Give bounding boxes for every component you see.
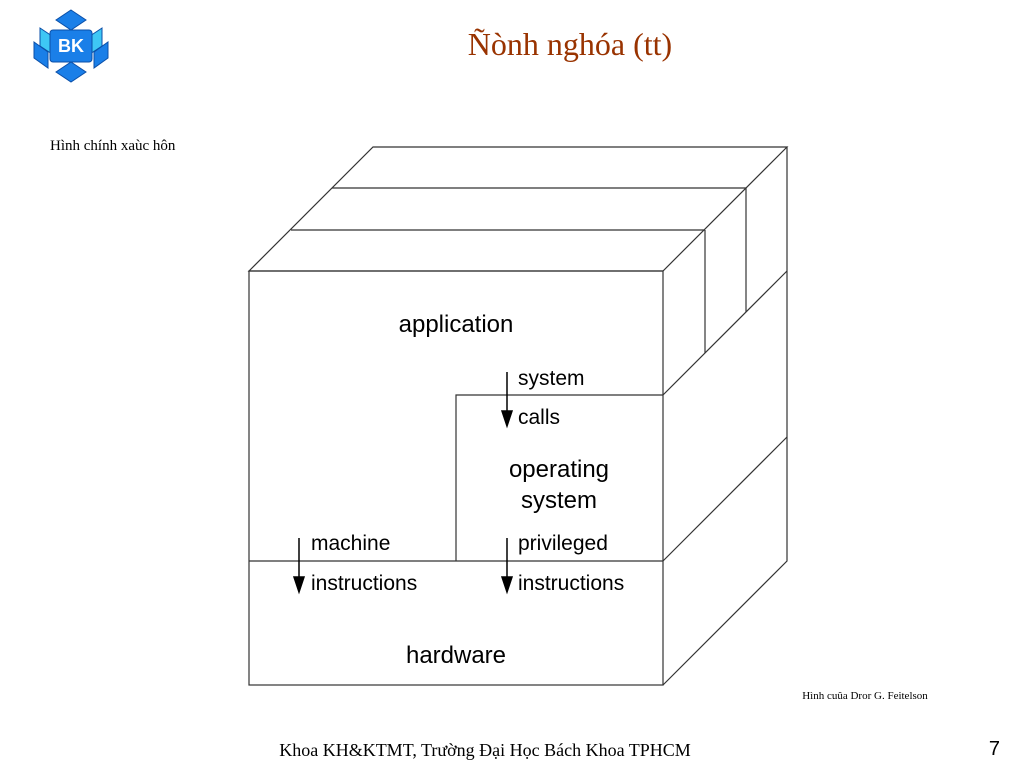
footer-text: Khoa KH&KTMT, Trường Đại Học Bách Khoa T… [279, 740, 691, 760]
subtitle: Hình chính xaùc hôn [50, 138, 176, 154]
right-face [662, 147, 788, 686]
page-number: 7 [988, 738, 1000, 760]
label-privileged-instructions-1: privileged [518, 532, 608, 555]
label-privileged-instructions-2: instructions [518, 572, 624, 595]
right-layer-line-hw [662, 436, 788, 562]
label-machine-instructions-2: instructions [311, 572, 417, 595]
top-face [247, 146, 789, 272]
label-operating-system-2: system [521, 487, 597, 514]
system-calls-arrowhead [500, 410, 514, 429]
machine-instructions-arrowhead [292, 576, 306, 595]
figure-credit: Hình cuûa Dror G. Feitelson [802, 690, 928, 702]
os-boundary [455, 394, 663, 561]
right-layer-line-os [662, 270, 788, 396]
page-title: Ñònh nghóa (tt) [467, 26, 673, 62]
bk-logo: BK [33, 9, 109, 83]
label-application: application [399, 311, 514, 338]
label-hardware: hardware [406, 642, 506, 669]
label-operating-system-1: operating [509, 456, 609, 483]
label-system-calls-2: calls [518, 406, 560, 429]
label-machine-instructions-1: machine [311, 532, 390, 555]
privileged-instructions-arrowhead [500, 576, 514, 595]
label-system-calls-1: system [518, 367, 585, 390]
logo-text: BK [58, 36, 84, 56]
